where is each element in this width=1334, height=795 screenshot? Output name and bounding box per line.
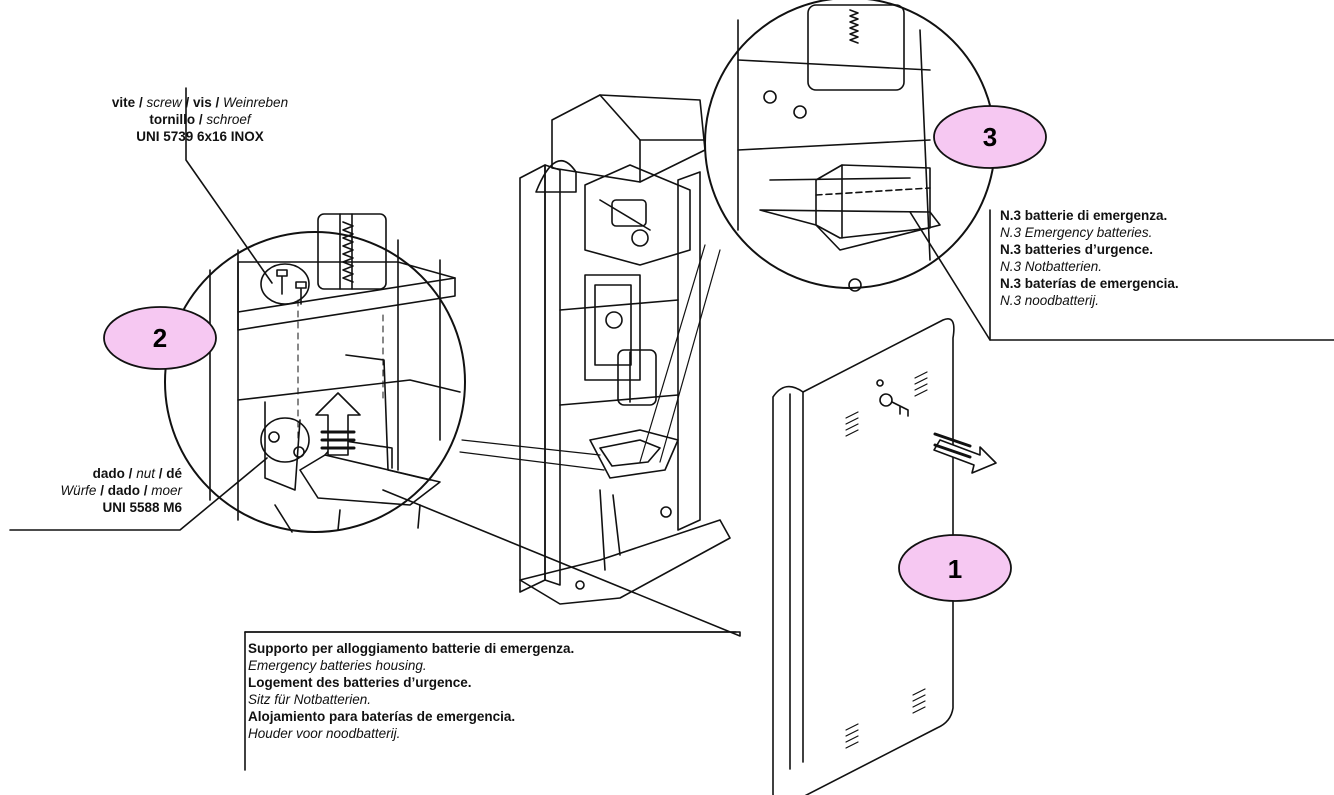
callout-2: 2 <box>103 306 217 370</box>
nut-es: dado <box>107 483 140 498</box>
screw-de: Weinreben <box>223 95 289 110</box>
screw-es: tornillo <box>149 112 196 127</box>
nut-sep-3: / <box>96 483 108 498</box>
batteries-fr: N.3 batteries d’urgence. <box>1000 242 1154 257</box>
housing-es: Alojamiento para baterías de emergencia. <box>248 709 516 724</box>
screw-fr: vis <box>192 95 212 110</box>
screw-label: vite / screw / vis / Weinreben tornillo … <box>110 94 290 145</box>
housing-fr: Logement des batteries d’urgence. <box>248 675 472 690</box>
nut-sep-1: / <box>124 466 137 481</box>
callout-1: 1 <box>898 534 1012 602</box>
nut-sep-4: / <box>139 483 152 498</box>
leader-screw <box>185 87 273 284</box>
housing-nl: Houder voor noodbatterij. <box>248 726 401 741</box>
nut-label: dado / nut / dé Würfe / dado / moer UNI … <box>0 465 182 516</box>
batteries-label: N.3 batterie di emergenza. N.3 Emergency… <box>1000 207 1179 309</box>
batteries-nl: N.3 noodbatterij. <box>1000 293 1100 308</box>
screw-sep-4: / <box>195 112 207 127</box>
connector-2b <box>459 451 605 471</box>
screw-sep-3: / <box>211 95 224 110</box>
nut-it: dado <box>92 466 125 481</box>
housing-it: Supporto per alloggiamento batterie di e… <box>248 641 575 656</box>
nut-nl: moer <box>151 483 182 498</box>
batteries-es: N.3 baterías de emergencia. <box>1000 276 1179 291</box>
nut-spec: UNI 5588 M6 <box>102 500 182 515</box>
screw-sep-1: / <box>135 95 147 110</box>
screw-spec: UNI 5739 6x16 INOX <box>136 129 264 144</box>
batteries-de: N.3 Notbatterien. <box>1000 259 1103 274</box>
detail-circle-2 <box>164 213 466 533</box>
connector-3a <box>659 249 721 463</box>
nut-fr: dé <box>166 466 182 481</box>
callout-3: 3 <box>933 105 1047 169</box>
barrier-cabinet <box>519 94 731 605</box>
housing-en: Emergency batteries housing. <box>248 658 427 673</box>
nut-en: nut <box>136 466 155 481</box>
housing-label: Supporto per alloggiamento batterie di e… <box>248 640 574 742</box>
callout-2-number: 2 <box>153 323 167 353</box>
screw-nl: schroef <box>206 112 251 127</box>
callout-1-number: 1 <box>948 554 962 584</box>
callout-3-number: 3 <box>983 122 997 152</box>
connector-2a <box>461 439 601 456</box>
nut-sep-2: / <box>154 466 167 481</box>
batteries-en: N.3 Emergency batteries. <box>1000 225 1153 240</box>
screw-en: screw <box>146 95 182 110</box>
screw-sep-2: / <box>181 95 193 110</box>
leader-housing <box>244 489 741 637</box>
batteries-it: N.3 batterie di emergenza. <box>1000 208 1168 223</box>
cover-panel <box>772 318 997 795</box>
nut-de: Würfe <box>60 483 97 498</box>
housing-de: Sitz für Notbatterien. <box>248 692 372 707</box>
screw-it: vite <box>111 95 136 110</box>
connector-3b <box>639 244 706 463</box>
